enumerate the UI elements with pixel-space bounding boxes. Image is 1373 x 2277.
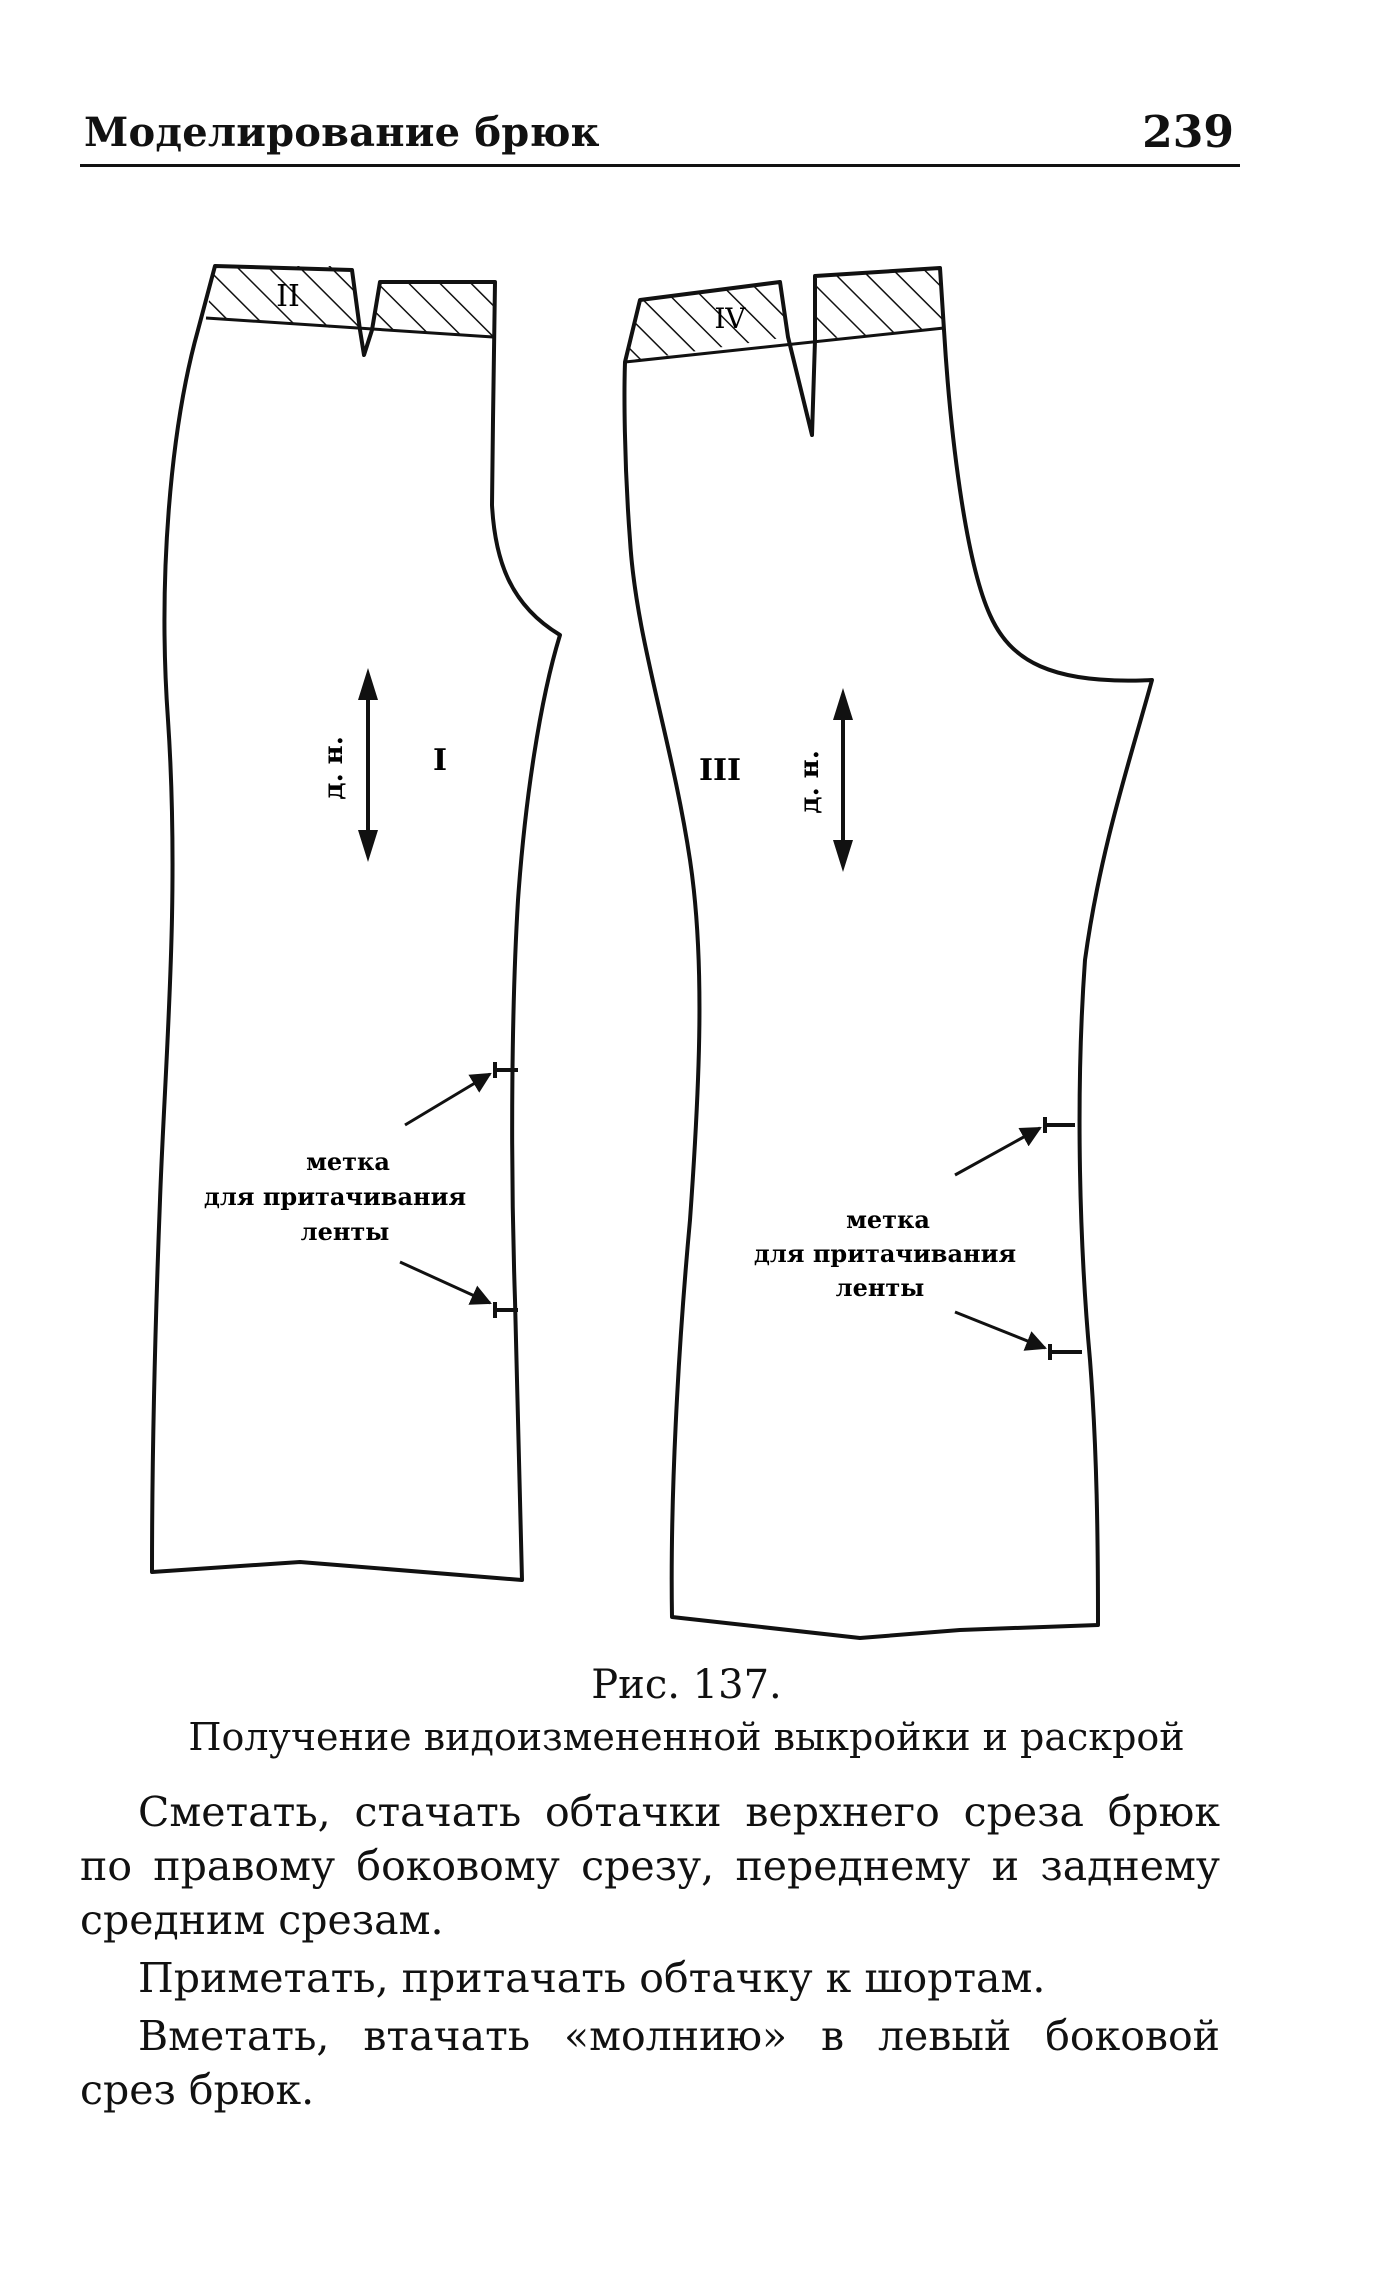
mark-label-right-line2: для притачивания <box>754 1239 1016 1268</box>
page-number: 239 <box>1142 107 1234 158</box>
waistband-hatch-left <box>206 266 360 330</box>
figure-caption: Получение видоизмененной выкройки и раск… <box>188 1715 1185 1759</box>
paragraph: Вметать, втачать «молнию» в левый боково… <box>80 2012 1220 2114</box>
grain-arrowhead-bottom-right <box>833 840 853 872</box>
mark-label-right-line1: метка <box>846 1205 930 1234</box>
piece-label-back: III <box>699 753 741 788</box>
grain-arrowhead-top-left <box>358 668 378 700</box>
mark-label-left-line2: для притачивания <box>204 1182 466 1211</box>
back-piece-outline <box>622 266 1154 1640</box>
pattern-figure: II д. н. I метка для притачивания ленты … <box>150 264 1154 1640</box>
body-text: Сметать, стачать обтачки верхнего среза … <box>80 1785 1220 2121</box>
front-waist-line <box>205 316 494 339</box>
front-trouser-piece: II д. н. I метка для притачивания ленты <box>150 264 562 1582</box>
grain-label-left: д. н. <box>319 736 349 800</box>
mark-notch-lower-right <box>1048 1344 1082 1360</box>
waistband-label-left: II <box>276 279 300 314</box>
mark-notch-upper-right <box>1043 1117 1075 1133</box>
mark-label-right-line3: ленты <box>836 1273 925 1302</box>
waistband-hatch-right <box>372 280 495 337</box>
paragraph: Приметать, притачать обтачку к шортам. <box>138 1954 1046 2002</box>
mark-notch-upper-left <box>493 1062 518 1078</box>
waistband-hatch-right-back <box>812 268 944 340</box>
mark-label-left-line3: ленты <box>301 1217 390 1246</box>
figure-number: Рис. 137. <box>591 1662 782 1708</box>
mark-label-left-line1: метка <box>306 1147 390 1176</box>
piece-label-front: I <box>433 743 447 778</box>
mark-arrow-upper-left <box>404 1072 492 1127</box>
running-title: Моделирование брюк <box>84 109 600 156</box>
grain-arrowhead-top-right <box>833 688 853 720</box>
mark-arrow-upper-right <box>954 1126 1042 1177</box>
grain-label-right: д. н. <box>795 750 825 814</box>
page-header: Моделирование брюк 239 <box>80 107 1240 167</box>
mark-arrow-lower-right <box>954 1310 1047 1351</box>
paragraph: Сметать, стачать обтачки верхнего среза … <box>80 1788 1220 1944</box>
mark-notch-lower-left <box>493 1302 518 1318</box>
mark-arrow-lower-left <box>399 1260 492 1305</box>
back-waist-line <box>624 326 945 364</box>
back-trouser-piece: IV д. н. III метка для притачивания лент… <box>622 266 1154 1640</box>
waistband-hatch-iv <box>625 282 788 362</box>
front-piece-outline <box>150 264 562 1582</box>
grain-arrowhead-bottom-left <box>358 830 378 862</box>
waistband-label-right: IV <box>714 302 746 335</box>
